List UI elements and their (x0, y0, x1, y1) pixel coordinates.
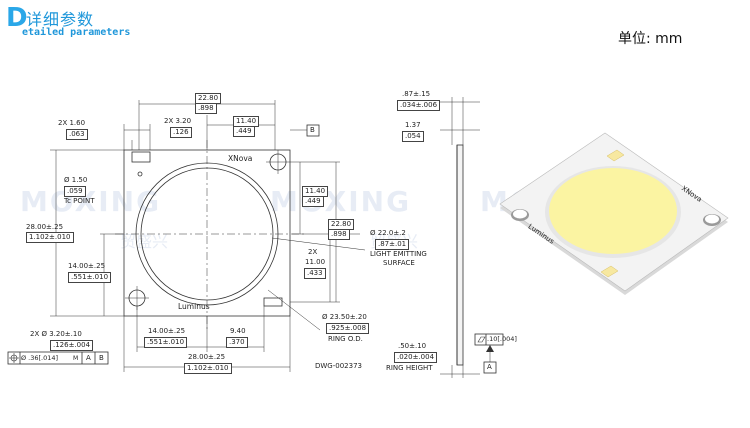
brand-luminus-label: Luminus (178, 302, 210, 311)
watermark-text: MOXING (20, 185, 162, 218)
position-tolerance: Ø .36[.014] (21, 354, 59, 362)
dim-right-2x: 2X (308, 248, 318, 256)
dim-ring-height: .50±.10 (398, 342, 427, 350)
dim-half-height-in: .551±.010 (68, 272, 112, 283)
dim-les-dia-in: .87±.01 (375, 239, 410, 250)
dim-top-width-in: .898 (195, 103, 217, 114)
datum-b-label: B (310, 126, 315, 134)
dim-right-11: 11.00 (305, 258, 326, 266)
ring-label: RING O.D. (328, 335, 363, 343)
header-title-en: etailed parameters (22, 27, 131, 38)
pad-top-left (131, 151, 151, 163)
tc-point (137, 171, 143, 177)
flatness-tolerance: .10[.004] (487, 335, 517, 343)
unit-label: 单位: mm (618, 31, 683, 47)
ring-height-label: RING HEIGHT (386, 364, 433, 372)
dim-half-width-in: .449 (233, 126, 255, 137)
dim-pad-width: 2X 1.60 (58, 119, 86, 127)
brand-xnova-label: XNova (228, 154, 253, 163)
header-title-cn: 详细参数 (26, 10, 95, 29)
dim-les-dia: Ø 22.0±.2 (370, 229, 406, 237)
dim-bottom-half: 14.00±.25 (148, 327, 186, 335)
les-label-1: LIGHT EMITTING (370, 250, 427, 258)
tol-modifier-m: M (73, 355, 79, 362)
dim-hole: 2X Ø 3.20±.10 (30, 330, 82, 338)
dim-height-in: 1.102±.010 (26, 232, 74, 243)
dim-pad-width-in: .063 (66, 129, 88, 140)
header-logo-letter: D (6, 3, 28, 33)
dim-right-full-in: .898 (328, 229, 350, 240)
tol-datum-a: A (86, 354, 91, 362)
dim-side-thick-in: .034±.006 (397, 100, 441, 111)
dim-ring-dia: Ø 23.50±.20 (322, 313, 367, 321)
dim-bottom-full-in: 1.102±.010 (184, 363, 232, 374)
dim-side-137-in: .054 (402, 131, 424, 142)
watermark-text-cn: 贸盛兴 (120, 232, 169, 251)
les-label-2: SURFACE (383, 259, 415, 267)
led-photo (499, 132, 729, 295)
drawing-number: DWG-002373 (315, 362, 362, 370)
tc-label: Tc POINT (64, 197, 95, 205)
dim-height: 28.00±.25 (26, 223, 64, 231)
dim-bottom-half-in: .551±.010 (144, 337, 188, 348)
side-datum-a: A (487, 363, 492, 371)
dim-bottom-940: 9.40 (230, 327, 246, 335)
dim-pad-pitch: 2X 3.20 (164, 117, 192, 125)
dim-hole-in: .126±.004 (50, 340, 94, 351)
dim-ring-height-in: .020±.004 (394, 352, 438, 363)
dim-ring-dia-in: .925±.008 (326, 323, 370, 334)
dim-side-thick: .87±.15 (402, 90, 431, 98)
dim-pad-pitch-in: .126 (170, 127, 192, 138)
dim-right-11-in: .433 (304, 268, 326, 279)
side-view-body (456, 144, 464, 366)
dim-half-height: 14.00±.25 (68, 262, 106, 270)
pad-bottom-right (263, 297, 283, 307)
watermark-text: MOXING (270, 185, 412, 218)
dim-tc-dia-in: .059 (64, 186, 86, 197)
tol-datum-b: B (99, 354, 104, 362)
dim-bottom-940-in: .370 (226, 337, 248, 348)
dim-tc-dia: Ø 1.50 (64, 176, 88, 184)
dim-side-137: 1.37 (405, 121, 421, 129)
dim-bottom-full: 28.00±.25 (188, 353, 226, 361)
dim-right-half-in: .449 (302, 196, 324, 207)
